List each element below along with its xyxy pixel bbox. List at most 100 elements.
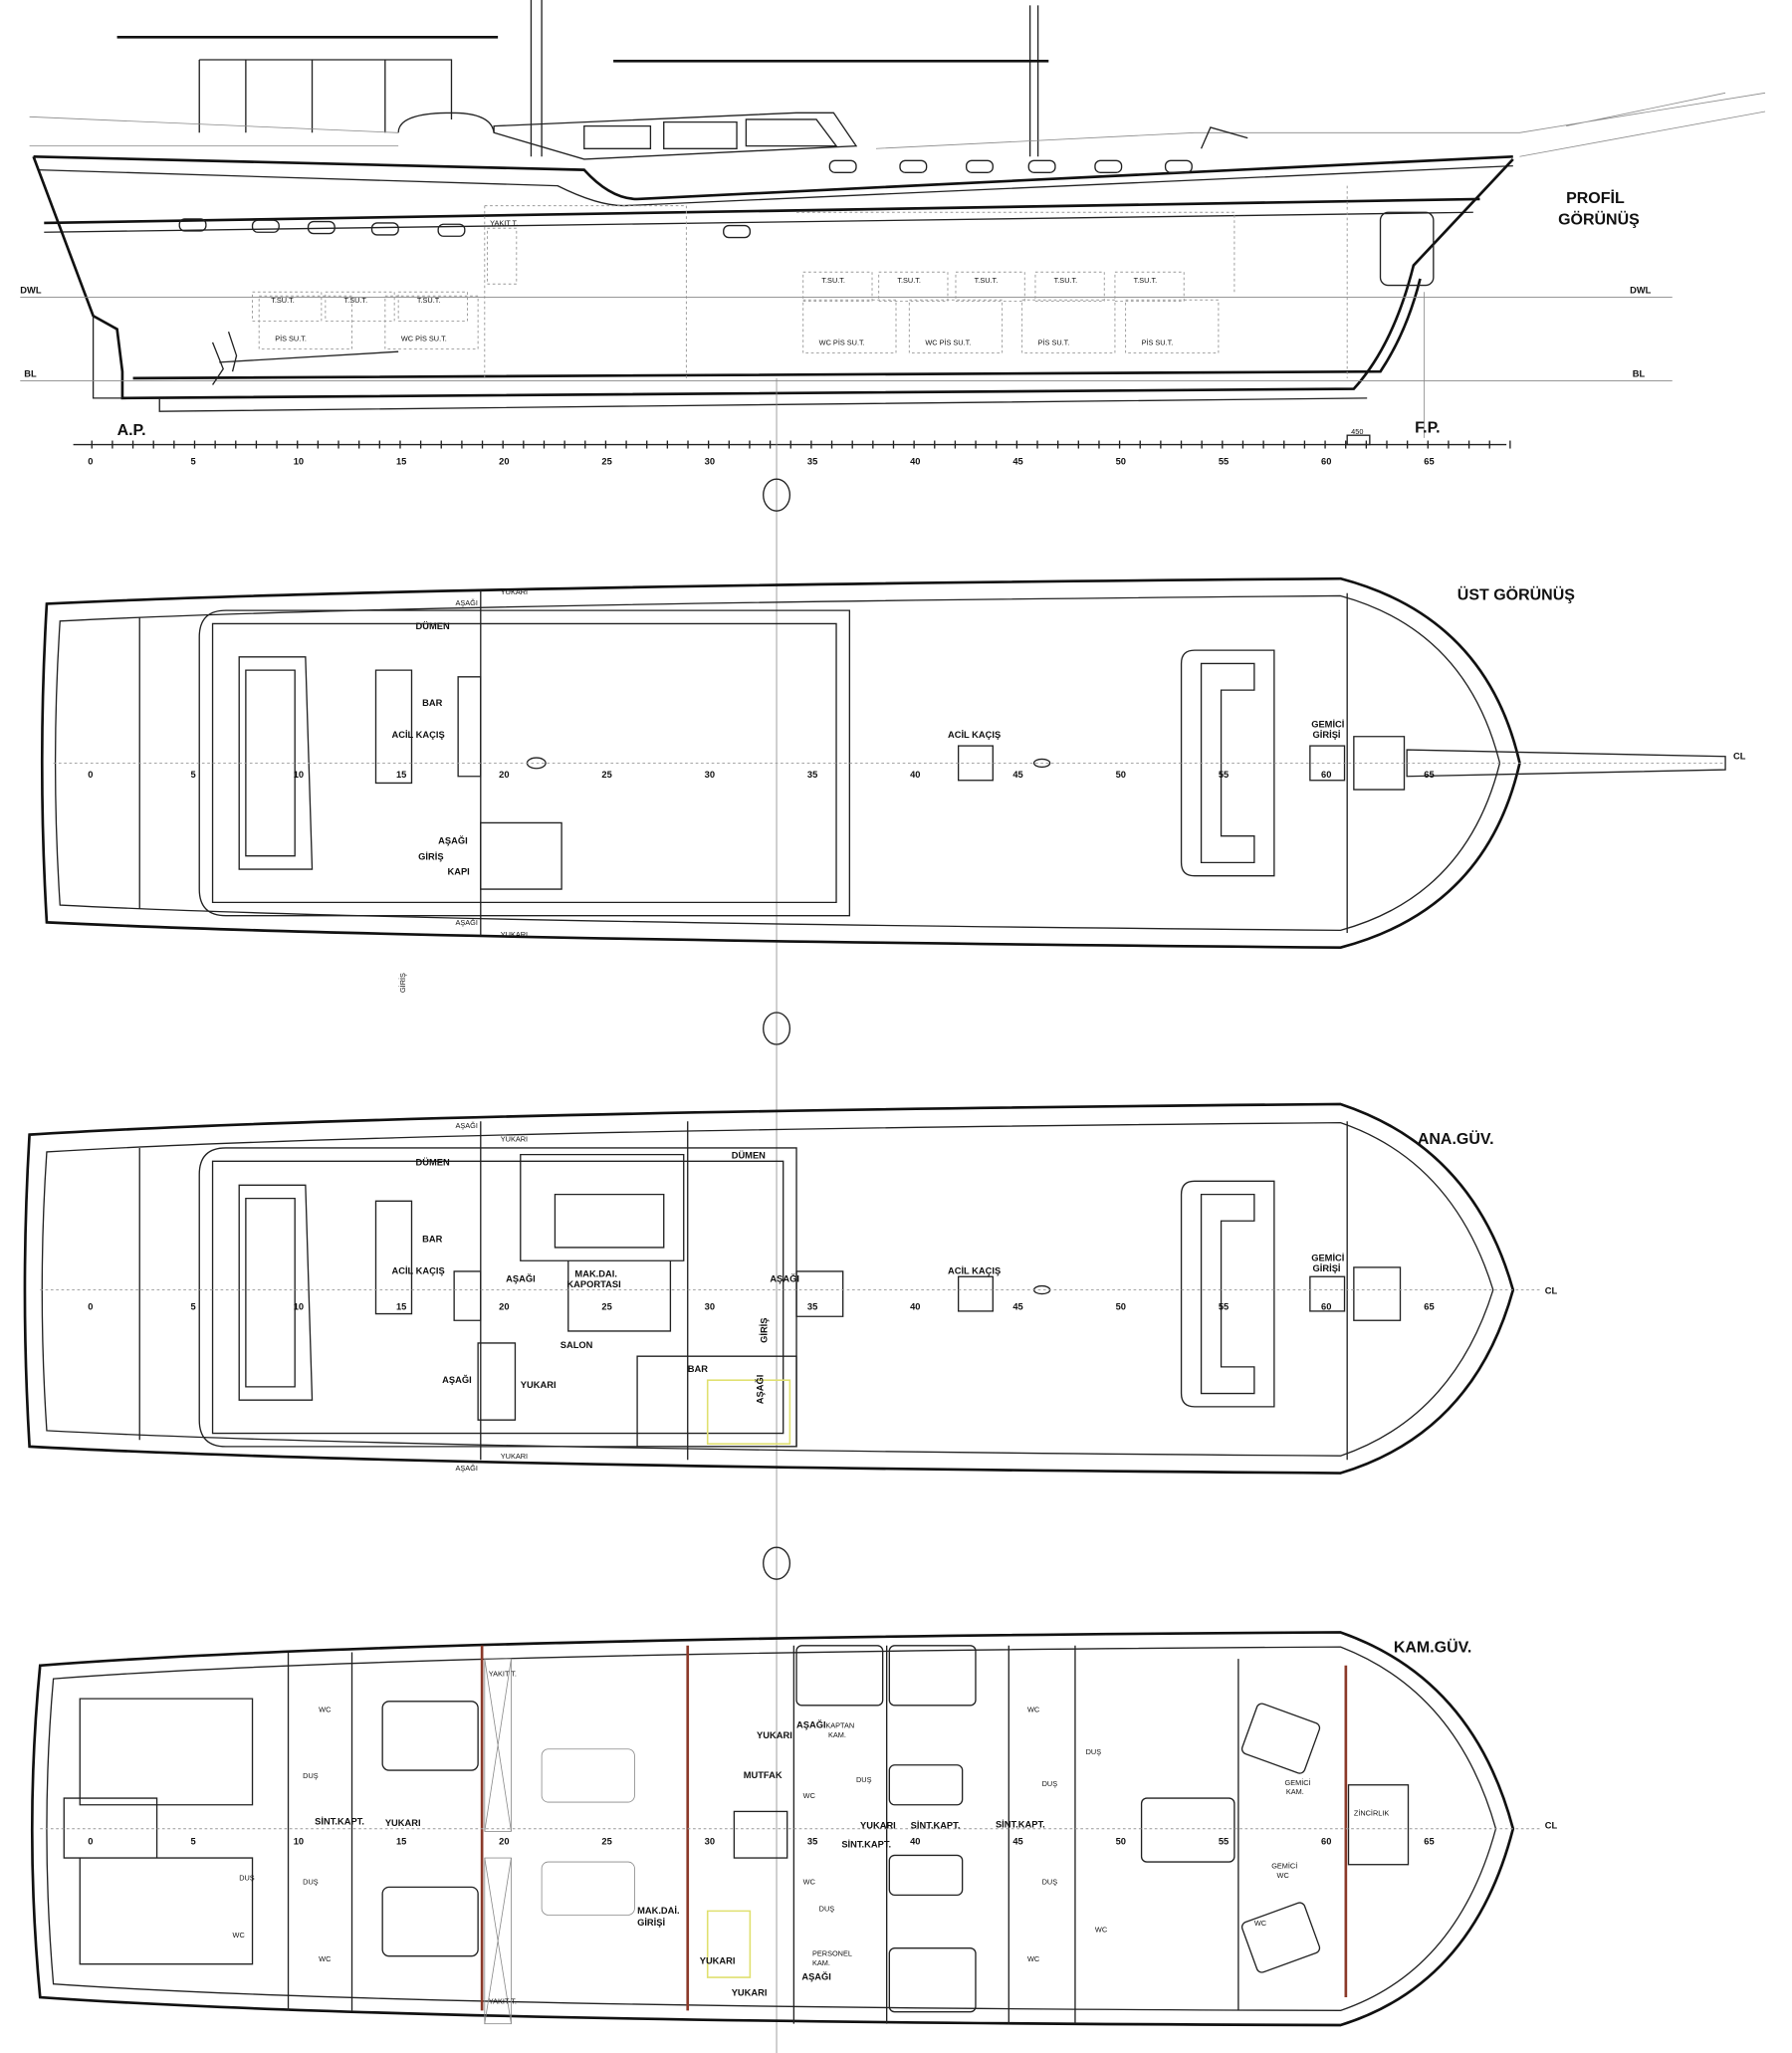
fresh-water-tank: [397, 291, 468, 323]
label-acil-kacis-1: ACİL KAÇIŞ: [391, 1266, 444, 1276]
frame-label: 65: [1424, 770, 1434, 780]
label-zincirlik: ZİNCİRLIK: [1354, 1808, 1390, 1817]
frame-label: 0: [88, 1302, 93, 1312]
label-dus: DUŞ: [239, 1874, 255, 1883]
label-dus: DUŞ: [819, 1904, 835, 1913]
tank-label: T.SU.T.: [975, 276, 999, 285]
dimension-label: 450: [1351, 427, 1363, 436]
label-yukari-top: YUKARI: [501, 587, 528, 596]
waste-water-tank: [802, 299, 897, 354]
tank-label: PİS SU.T.: [275, 335, 307, 343]
label-yakit: YAKIT T.: [489, 1997, 517, 2006]
engines: [541, 1748, 635, 1916]
label-wc: WC: [803, 1878, 816, 1887]
fresh-water-tank: [1114, 271, 1185, 303]
label-yukari-bottom: YUKARI: [501, 1452, 528, 1461]
profile-title-1: PROFİL: [1566, 189, 1625, 207]
frame-label: 30: [705, 1302, 715, 1312]
label-asagi: AŞAĞI: [438, 835, 468, 846]
label-dus: DUŞ: [303, 1878, 319, 1887]
frame-label: 60: [1321, 770, 1331, 780]
label-gemici: GEMİCİ: [1311, 1253, 1344, 1262]
label-yukari: YUKARI: [521, 1380, 557, 1390]
label-wc: WC: [1027, 1705, 1040, 1713]
label-yukari-bottom: YUKARI: [501, 930, 528, 939]
frame-label: 0: [88, 770, 93, 780]
frame-label: 45: [1012, 770, 1022, 780]
frame-label: 50: [1116, 770, 1126, 780]
label-girisi: GİRİŞİ: [1313, 1263, 1341, 1273]
tank-label: PİS SU.T.: [1038, 339, 1070, 347]
label-yukari: YUKARI: [732, 1988, 768, 1998]
frame-label: 0: [88, 457, 93, 467]
tank-label: T.SU.T.: [271, 296, 295, 305]
label-bar-1: BAR: [422, 1235, 442, 1245]
label-dus: DUŞ: [1042, 1779, 1058, 1788]
cl-label: CL: [1545, 1286, 1558, 1296]
ap-label: A.P.: [117, 422, 146, 439]
frame-label: 5: [190, 1837, 195, 1847]
beds: [381, 1645, 1321, 2013]
label-asagi: AŞAĞI: [796, 1718, 826, 1729]
label-sint-kapt: SİNT.KAPT.: [841, 1839, 891, 1849]
label-asagi-bottom: AŞAĞI: [455, 918, 477, 927]
frame-label: 0: [88, 1837, 93, 1847]
label-gemici-wc-2: WC: [1277, 1871, 1290, 1880]
cl-label: CL: [1733, 751, 1746, 761]
label-wc: WC: [1254, 1919, 1267, 1928]
label-personel-kam: KAM.: [812, 1958, 830, 1967]
frame-label: 45: [1012, 1837, 1022, 1847]
frame-label: 35: [807, 457, 817, 467]
tank-label: T.SU.T.: [1054, 276, 1078, 285]
frame-label: 60: [1321, 457, 1331, 467]
tank-label: T.SU.T.: [417, 296, 441, 305]
label-asagi: AŞAĞI: [801, 1971, 831, 1982]
midship-markers: [763, 377, 791, 2053]
label-wc: WC: [233, 1931, 246, 1939]
frame-label: 45: [1012, 1302, 1022, 1312]
frame-label: 25: [601, 1837, 611, 1847]
label-asagi-bottom: AŞAĞI: [455, 1464, 477, 1473]
frame-label: 50: [1116, 1837, 1126, 1847]
frame-label: 15: [396, 770, 406, 780]
frame-label: 20: [499, 457, 509, 467]
label-gemici-wc-1: GEMİCİ: [1271, 1862, 1297, 1871]
frame-label: 30: [705, 770, 715, 780]
frame-label: 10: [294, 770, 304, 780]
fresh-water-tank: [878, 271, 949, 303]
anchor-pocket-icon: [1379, 211, 1435, 287]
label-gemici: GEMİCİ: [1285, 1778, 1311, 1787]
fuel-tank-label: YAKIT T.: [490, 219, 518, 228]
frame-label: 20: [499, 1302, 509, 1312]
label-asagi-1: AŞAĞI: [506, 1273, 536, 1284]
frame-label: 65: [1424, 457, 1434, 467]
frame-label: 10: [294, 1837, 304, 1847]
frame-label: 25: [601, 770, 611, 780]
label-asagi-3: AŞAĞI: [442, 1374, 472, 1385]
frame-label: 55: [1219, 457, 1229, 467]
label-dus: DUŞ: [856, 1775, 872, 1784]
bl-label-left: BL: [24, 369, 37, 379]
tank-label: T.SU.T.: [821, 276, 845, 285]
cabin-labels: WC DUŞ SİNT.KAPT. YUKARI DUŞ DUŞ WC WC Y…: [233, 1669, 1390, 2005]
label-sint-kapt: SİNT.KAPT.: [911, 1821, 961, 1831]
fuel-tanks: [484, 1658, 512, 2025]
portholes: [178, 159, 1193, 239]
bl-label-right: BL: [1633, 369, 1646, 379]
frame-label: 25: [601, 1302, 611, 1312]
label-wc: WC: [1027, 1954, 1040, 1963]
frame-label: 15: [396, 1302, 406, 1312]
frame-label: 55: [1219, 770, 1229, 780]
tank-label: PİS SU.T.: [1142, 339, 1174, 347]
label-bar: BAR: [422, 698, 442, 708]
profile-title-2: GÖRÜNÜŞ: [1558, 209, 1640, 228]
label-kapi: KAPI: [447, 866, 469, 876]
label-dus: DUŞ: [1086, 1747, 1102, 1756]
label-wc: WC: [1095, 1926, 1108, 1935]
label-asagi-top: AŞAĞI: [455, 1121, 477, 1130]
frame-label: 5: [190, 457, 195, 467]
fresh-water-tank: [1034, 271, 1105, 303]
frame-label: 20: [499, 770, 509, 780]
